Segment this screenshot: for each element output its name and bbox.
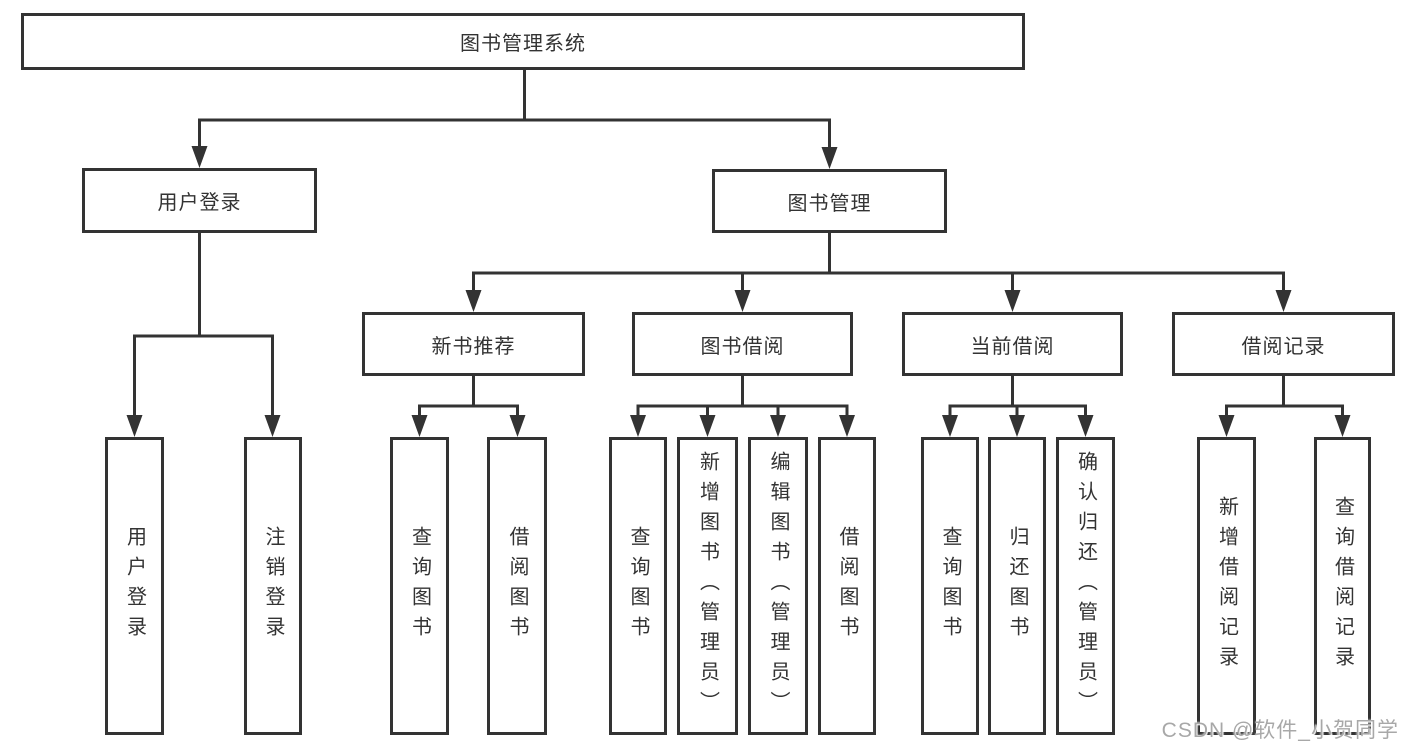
arrowhead-icon bbox=[1004, 290, 1021, 312]
leaf-borrow-books: 借阅图书 bbox=[818, 437, 876, 735]
node-book-borrowing: 图书借阅 bbox=[632, 312, 853, 376]
node-label: 新增图书（管理员） bbox=[696, 451, 719, 721]
arrowhead-icon bbox=[411, 415, 428, 437]
node-book-management: 图书管理 bbox=[712, 169, 947, 233]
arrowhead-icon bbox=[465, 290, 482, 312]
node-current-borrowing: 当前借阅 bbox=[902, 312, 1123, 376]
connector-new-book-to-leaves bbox=[418, 376, 519, 419]
node-label: 用户登录 bbox=[157, 192, 242, 214]
node-label: 借阅图书 bbox=[836, 526, 858, 646]
leaf-return-books: 归还图书 bbox=[988, 437, 1046, 735]
connector-user-login-to-leaves bbox=[133, 233, 274, 419]
node-label: 当前借阅 bbox=[970, 335, 1055, 358]
connector-borrow-record-to-leaves bbox=[1225, 376, 1344, 419]
arrowhead-icon bbox=[1334, 415, 1351, 437]
node-label: 编辑图书（管理员） bbox=[767, 451, 789, 721]
node-root: 图书管理系统 bbox=[21, 13, 1025, 70]
leaf-query-books-current: 查询图书 bbox=[921, 437, 979, 735]
arrowhead-icon bbox=[839, 415, 855, 437]
node-label: 查询借阅记录 bbox=[1331, 496, 1354, 676]
connector-book-management-to-level3 bbox=[472, 233, 1285, 294]
connector-current-borrow-to-leaves bbox=[948, 376, 1087, 419]
arrowhead-icon bbox=[1275, 290, 1292, 312]
node-label: 图书管理 bbox=[787, 192, 872, 215]
node-user-login: 用户登录 bbox=[82, 168, 317, 233]
node-label: 图书管理系统 bbox=[460, 33, 586, 55]
arrowhead-icon bbox=[734, 290, 751, 312]
node-label: 借阅图书 bbox=[506, 526, 528, 646]
arrowhead-icon bbox=[509, 415, 526, 437]
leaf-add-books-admin: 新增图书（管理员） bbox=[677, 437, 738, 735]
leaf-query-borrow-record: 查询借阅记录 bbox=[1314, 437, 1371, 735]
node-label: 查询图书 bbox=[627, 526, 649, 646]
leaf-query-books-recommend: 查询图书 bbox=[390, 437, 449, 735]
node-label: 用户登录 bbox=[123, 526, 146, 646]
leaf-query-books-borrow: 查询图书 bbox=[609, 437, 667, 735]
node-label: 查询图书 bbox=[408, 526, 431, 646]
arrowhead-icon bbox=[821, 147, 838, 169]
arrowhead-icon bbox=[191, 146, 208, 168]
leaf-edit-books-admin: 编辑图书（管理员） bbox=[748, 437, 808, 735]
arrowhead-icon bbox=[770, 415, 786, 437]
leaf-add-borrow-record: 新增借阅记录 bbox=[1197, 437, 1256, 735]
node-label: 注销登录 bbox=[262, 526, 284, 646]
node-new-book-recommendation: 新书推荐 bbox=[362, 312, 585, 376]
node-label: 查询图书 bbox=[939, 526, 961, 646]
node-label: 借阅记录 bbox=[1241, 335, 1326, 358]
arrowhead-icon bbox=[699, 415, 716, 437]
node-label: 新书推荐 bbox=[431, 335, 516, 358]
leaf-confirm-return-admin: 确认归还（管理员） bbox=[1056, 437, 1115, 735]
arrowhead-icon bbox=[942, 415, 958, 437]
arrowhead-icon bbox=[264, 415, 281, 437]
arrowhead-icon bbox=[1218, 415, 1235, 437]
arrowhead-icon bbox=[126, 415, 143, 437]
leaf-borrow-books-recommend: 借阅图书 bbox=[487, 437, 547, 735]
arrowhead-icon bbox=[630, 415, 646, 437]
node-label: 图书借阅 bbox=[700, 335, 785, 358]
node-borrowing-records: 借阅记录 bbox=[1172, 312, 1395, 376]
arrowhead-icon bbox=[1077, 415, 1094, 437]
node-label: 确认归还（管理员） bbox=[1074, 451, 1097, 721]
connector-book-borrow-to-leaves bbox=[636, 376, 849, 419]
node-label: 新增借阅记录 bbox=[1215, 496, 1238, 676]
leaf-user-login: 用户登录 bbox=[105, 437, 164, 735]
leaf-logout: 注销登录 bbox=[244, 437, 302, 735]
connector-root-to-level2 bbox=[198, 70, 831, 151]
node-label: 归还图书 bbox=[1006, 526, 1028, 646]
arrowhead-icon bbox=[1009, 415, 1025, 437]
